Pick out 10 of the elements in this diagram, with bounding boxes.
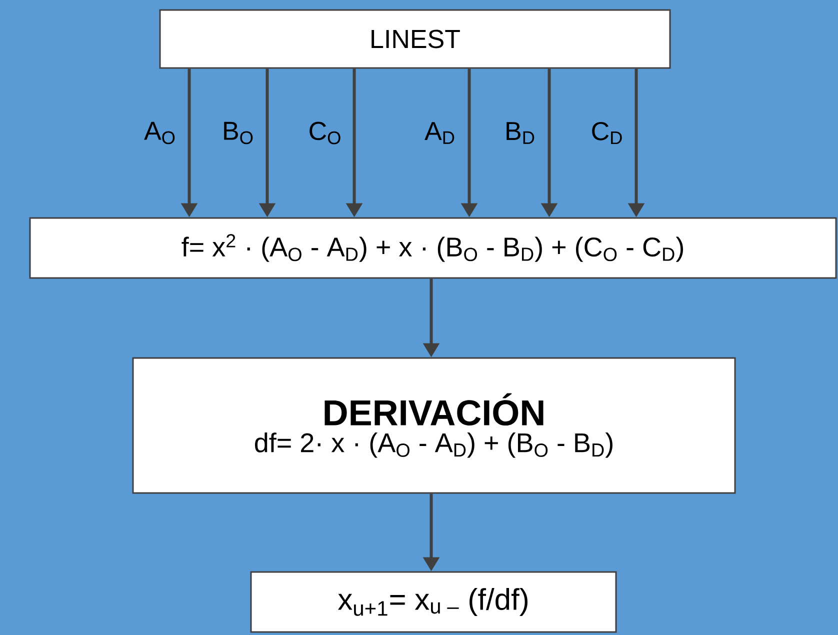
edge-label: B$_{O}$ [224,122,253,144]
process-box: f= x$^{2}$ · (A$_{O}$ - A$_{D}$) + x · (B$_{O}$ - B$_{D}$) + (C$_{O}$ - C$_{D}$) [29,217,837,279]
process-box: DERIVACIÓN df= 2· x · (A$_{O}$ - A$_{D}$) + (B$_{O}$ - B$_{D}$) [132,357,736,494]
edge-label: A$_{O}$ [144,122,175,144]
edge-label: C$_{D}$ [592,122,622,144]
edge-label: A$_{D}$ [424,122,454,144]
process-box: x$_{u+1}$= x$_{u –}$ (f/df) [250,571,617,633]
edge-label: C$_{O}$ [310,122,340,144]
process-box: LINEST [159,9,671,69]
edge-label: B$_{D}$ [506,122,534,144]
